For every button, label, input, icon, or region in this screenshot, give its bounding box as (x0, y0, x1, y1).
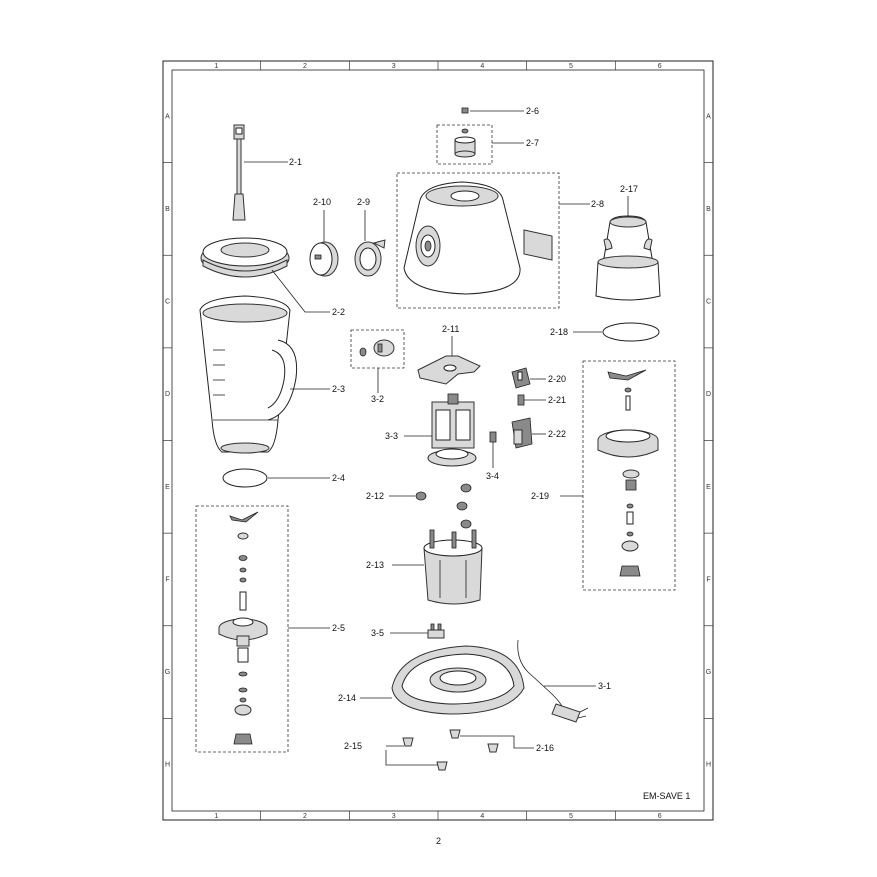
label-2-8: 2-8 (591, 199, 604, 209)
label-2-16: 2-16 (536, 743, 554, 753)
control-ring-part (354, 239, 386, 277)
label-2-22: 2-22 (548, 429, 566, 439)
blender-jar-part (199, 295, 298, 454)
label-2-9: 2-9 (357, 197, 370, 207)
screw-feet-part (449, 729, 499, 753)
grid-row-label-left: G (165, 669, 170, 676)
grid-column-label-top: 5 (569, 63, 573, 70)
label-2-15: 2-15 (344, 741, 362, 751)
grid-column-label-bottom: 3 (392, 813, 396, 820)
terminal-block-part (427, 623, 445, 639)
grid-row-label-left: H (165, 762, 170, 769)
switch-part (359, 339, 395, 357)
label-3-5: 3-5 (371, 628, 384, 638)
grid-ticks (163, 61, 713, 820)
label-2-21: 2-21 (548, 395, 566, 405)
page-number: 2 (435, 836, 441, 846)
grid-column-label-top: 4 (480, 63, 484, 70)
label-2-4: 2-4 (332, 473, 345, 483)
label-2-2: 2-2 (332, 307, 345, 317)
label-2-18: 2-18 (550, 327, 568, 337)
micro-switch-part (511, 367, 531, 389)
label-2-1: 2-1 (289, 157, 302, 167)
grid-column-label-top: 3 (392, 63, 396, 70)
spatula-part (232, 124, 246, 221)
grid-row-label-right: E (706, 484, 711, 491)
model-code: EM-SAVE 1 (643, 791, 690, 801)
blade-assembly-part (218, 511, 268, 745)
grid-column-label-top: 2 (303, 63, 307, 70)
bracket-part (417, 355, 481, 385)
damper-part (415, 483, 472, 529)
grid-row-label-right: G (706, 669, 711, 676)
grid-row-label-left: D (165, 391, 170, 398)
motor-part (427, 393, 477, 467)
grid-column-label-top: 1 (214, 63, 218, 70)
spring-part (517, 394, 525, 406)
top-nut-part (461, 107, 469, 114)
grid-column-label-bottom: 1 (214, 813, 218, 820)
grid-row-label-left: E (165, 484, 170, 491)
label-2-5: 2-5 (332, 623, 345, 633)
label-3-2: 3-2 (371, 394, 384, 404)
label-3-1: 3-1 (598, 681, 611, 691)
label-3-3: 3-3 (385, 431, 398, 441)
grinder-blade-part (597, 369, 659, 577)
sensor-part (489, 431, 497, 443)
label-3-4: 3-4 (486, 471, 499, 481)
grid-column-label-top: 6 (658, 63, 662, 70)
switch-holder-part (511, 417, 533, 449)
motor-cover-part (423, 529, 483, 605)
jar-lid-part (200, 237, 290, 278)
grid-column-label-bottom: 5 (569, 813, 573, 820)
grid-column-label-bottom: 2 (303, 813, 307, 820)
blade-assembly-box (195, 505, 289, 753)
motor-housing-part (403, 181, 553, 295)
switch-box (350, 329, 405, 369)
grid-row-label-right: C (706, 299, 711, 306)
label-2-6: 2-6 (526, 106, 539, 116)
grid-column-label-bottom: 4 (480, 813, 484, 820)
label-2-20: 2-20 (548, 374, 566, 384)
grid-row-label-left: F (165, 576, 169, 583)
grid-row-label-left: B (165, 206, 170, 213)
grid-row-label-right: D (706, 391, 711, 398)
label-2-10: 2-10 (313, 197, 331, 207)
coupler-part (454, 128, 476, 158)
label-2-19: 2-19 (531, 491, 549, 501)
label-2-7: 2-7 (526, 138, 539, 148)
grid-row-label-right: A (706, 113, 711, 120)
motor-housing-box (396, 172, 560, 309)
grinder-blade-box (582, 360, 676, 591)
label-2-14: 2-14 (338, 693, 356, 703)
grid-row-label-left: A (165, 113, 170, 120)
label-2-12: 2-12 (366, 491, 384, 501)
jar-gasket-part (222, 468, 268, 488)
rubber-feet-part (402, 737, 448, 771)
grid-column-label-bottom: 6 (658, 813, 662, 820)
control-knob-part (309, 241, 339, 277)
power-cord-part (517, 639, 589, 723)
grid-row-label-right: B (706, 206, 711, 213)
label-2-3: 2-3 (332, 384, 345, 394)
label-2-13: 2-13 (366, 560, 384, 570)
label-2-11: 2-11 (442, 324, 459, 334)
grinder-gasket-part (602, 322, 660, 342)
grinder-jar-part (595, 215, 661, 301)
grid-row-label-right: F (706, 576, 710, 583)
label-2-17: 2-17 (620, 184, 638, 194)
grid-row-label-left: C (165, 299, 170, 306)
base-part (391, 645, 525, 715)
grid-row-label-right: H (706, 762, 711, 769)
coupler-box (436, 124, 493, 165)
